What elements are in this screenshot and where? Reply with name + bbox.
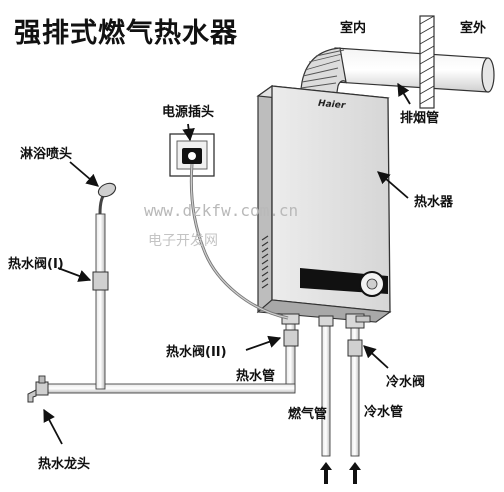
- exhaust-duct: [299, 47, 495, 99]
- label-exhaust-pipe: 排烟管: [400, 111, 440, 126]
- label-hot-faucet: 热水龙头: [38, 457, 91, 472]
- label-power-plug: 电源插头: [162, 105, 215, 120]
- wall: [419, 15, 435, 109]
- hot-faucet-graphic: [27, 375, 49, 403]
- label-outdoor: 室外: [460, 21, 487, 36]
- label-hot-valve-2: 热水阀(II): [166, 345, 227, 360]
- label-hot-water-pipe: 热水管: [236, 369, 276, 384]
- vent-slots: [261, 235, 269, 289]
- shower-head-graphic: [97, 182, 117, 198]
- hot-valve-1: [92, 271, 109, 291]
- label-indoor: 室内: [340, 21, 367, 36]
- heater-bottom-pipes: [318, 313, 371, 457]
- hot-valve-2: [283, 329, 299, 347]
- label-gas-pipe: 燃气管: [288, 407, 328, 422]
- label-water-heater: 热水器: [414, 195, 454, 210]
- label-shower-head: 淋浴喷头: [20, 147, 73, 162]
- page-title: 强排式燃气热水器: [14, 18, 238, 49]
- supply-arrows: [320, 462, 361, 484]
- label-hot-valve-1: 热水阀(I): [8, 257, 64, 272]
- label-cold-valve: 冷水阀: [386, 375, 426, 390]
- leader-arrows: [43, 82, 411, 445]
- watermark-site: 电子开发网: [148, 233, 218, 249]
- watermark-url: www.dzkfw.com.cn: [144, 201, 299, 220]
- label-cold-water-pipe: 冷水管: [364, 405, 404, 420]
